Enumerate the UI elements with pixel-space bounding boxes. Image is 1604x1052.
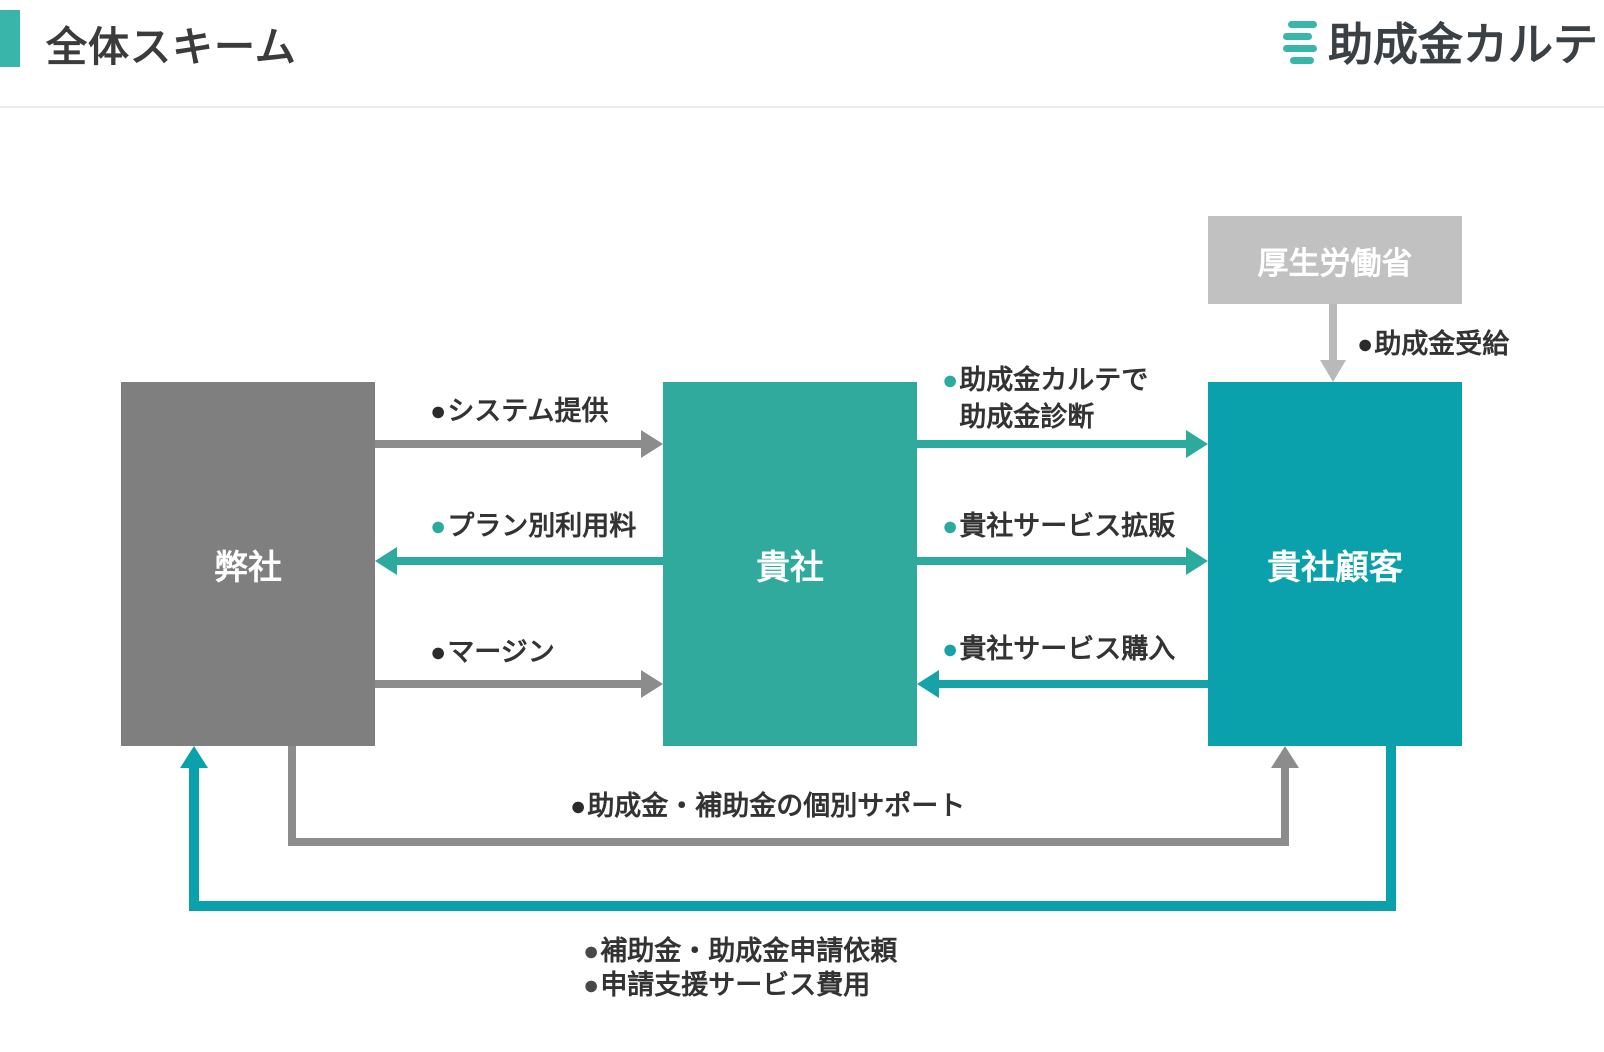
- arrowhead-individual-support: [1271, 746, 1299, 768]
- arrowhead-plan-fee: [375, 547, 397, 575]
- bullet-icon: ●: [430, 637, 447, 667]
- bullet-icon: ●: [1357, 329, 1374, 359]
- arrowhead-diagnosis: [1186, 430, 1208, 458]
- logo-text: 助成金カルテ: [1327, 19, 1598, 70]
- header-divider: [0, 106, 1604, 108]
- arrow-service-expansion: [917, 557, 1186, 565]
- node-our-company: 弊社: [121, 382, 375, 746]
- bullet-icon: ●: [942, 634, 959, 664]
- arrowhead-service-expansion: [1186, 547, 1208, 575]
- label-service-expansion: ● 貴社サービス拡販: [942, 511, 1176, 541]
- path-individual-support-across: [288, 838, 1289, 846]
- bullet-icon: ●: [570, 791, 587, 821]
- node-ministry: 厚生労働省: [1208, 216, 1462, 304]
- node-partner: 貴社: [663, 382, 917, 746]
- arrow-margin: [375, 680, 641, 688]
- label-plan-fee: ● プラン別利用料: [430, 511, 637, 541]
- arrowhead-subsidy-receipt: [1320, 360, 1346, 382]
- label-diagnosis: ● 助成金カルテで 助成金診断: [942, 362, 1148, 436]
- arrow-subsidy-receipt: [1329, 304, 1337, 362]
- arrowhead-service-purchase: [917, 670, 939, 698]
- label-subsidy-receipt: ● 助成金受給: [1357, 329, 1510, 359]
- page-title: 全体スキーム: [46, 24, 297, 70]
- label-application-request: ●補助金・助成金申請依頼: [583, 936, 898, 966]
- label-service-purchase: ● 貴社サービス購入: [942, 634, 1176, 664]
- logo-bars-icon: [1282, 21, 1319, 64]
- path-individual-support-up: [1281, 766, 1289, 846]
- bullet-icon: ●: [583, 936, 600, 966]
- title-accent-bar: [0, 10, 20, 67]
- bullet-icon: ●: [430, 511, 447, 541]
- bullet-icon: ●: [430, 396, 447, 426]
- path-individual-support-down: [288, 746, 296, 846]
- arrow-plan-fee: [397, 557, 663, 565]
- node-partner-customers: 貴社顧客: [1208, 382, 1462, 746]
- label-application: ●補助金・助成金申請依頼 ●申請支援サービス費用: [583, 934, 897, 1002]
- path-application-down: [1386, 746, 1396, 911]
- arrowhead-application: [180, 746, 208, 768]
- label-application-fee: ●申請支援サービス費用: [583, 970, 871, 1000]
- arrowhead-system-provision: [641, 430, 663, 458]
- bullet-icon: ●: [942, 365, 959, 395]
- arrowhead-margin: [641, 670, 663, 698]
- label-system-provision: ● システム提供: [430, 396, 609, 426]
- bullet-icon: ●: [583, 970, 600, 1000]
- bullet-icon: ●: [942, 511, 959, 541]
- arrow-service-purchase: [939, 680, 1208, 688]
- label-margin: ● マージン: [430, 637, 555, 667]
- arrow-system-provision: [375, 440, 641, 448]
- label-individual-support: ● 助成金・補助金の個別サポート: [570, 791, 966, 821]
- path-application-across: [189, 901, 1396, 911]
- brand-logo: 助成金カルテ: [1282, 8, 1598, 73]
- path-application-up: [189, 768, 199, 911]
- arrow-diagnosis: [917, 440, 1186, 448]
